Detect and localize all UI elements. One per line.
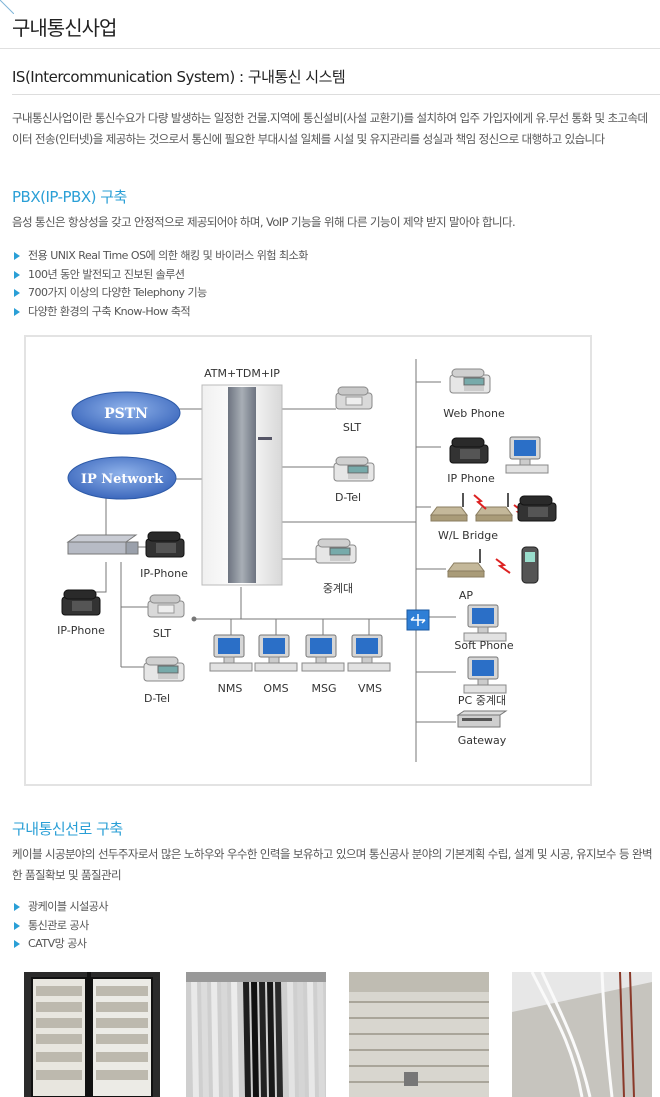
subtitle-divider: [12, 94, 660, 95]
vms-label: VMS: [358, 682, 382, 695]
oms-pc: [254, 634, 298, 672]
console-icon: [315, 538, 357, 564]
dtel-left-icon: [143, 656, 185, 682]
gateway-device: [456, 710, 508, 728]
list-item: CATV망 공사: [12, 935, 108, 954]
pstn-label: PSTN: [104, 406, 148, 422]
ip-phone-icon: [449, 437, 489, 464]
switch-hub: [66, 534, 139, 555]
gateway-label: Gateway: [458, 734, 507, 747]
pbx-description: 음성 통신은 항상성을 갖고 안정적으로 제공되어야 하며, VoIP 기능을 …: [12, 215, 516, 229]
dtel-left-label: D-Tel: [144, 692, 170, 705]
msg-label: MSG: [312, 682, 337, 695]
pc-console-pc: [463, 656, 507, 694]
list-item: 광케이블 시설공사: [12, 898, 108, 917]
equipment-rack-photo: [24, 972, 160, 1097]
nms-label: NMS: [218, 682, 243, 695]
pc-console-label: PC 중계대: [458, 694, 506, 707]
cable-bundle-photo: [186, 972, 326, 1097]
title-divider: [0, 48, 660, 49]
soft-phone-pc: [463, 604, 507, 642]
ip-phone-left-top: [145, 531, 185, 558]
server-label: ATM+TDM+IP: [204, 367, 280, 380]
soft-phone-label: Soft Phone: [454, 639, 514, 652]
slt-left-label: SLT: [153, 627, 172, 640]
slt-left-icon: [147, 594, 185, 618]
ip-phone-right-label: IP-Phone: [140, 567, 188, 580]
conduit-tray-photo: [349, 972, 489, 1097]
ip-phone-pc-icon: [505, 436, 549, 474]
oms-label: OMS: [263, 682, 288, 695]
wl-bridge-phone: [517, 495, 557, 522]
list-item: 통신관로 공사: [12, 917, 108, 936]
mobile-phone-icon: [521, 546, 539, 584]
wl-bridge-router-1: [430, 492, 468, 522]
page-title: 구내통신사업: [12, 16, 117, 40]
slt-icon: [335, 386, 373, 410]
msg-pc: [301, 634, 345, 672]
console-label: 중계대: [323, 582, 353, 595]
connection-lines: [66, 359, 456, 762]
catv-installation-photo: [512, 972, 652, 1097]
ip-phone-label: IP Phone: [447, 472, 495, 485]
cabling-description: 케이블 시공분야의 선두주자로서 많은 노하우와 우수한 인력을 보유하고 있으…: [12, 847, 653, 882]
ip-phone-left-bottom: [61, 589, 101, 616]
web-phone-icon: [449, 368, 491, 394]
bullet-arrow-icon: [14, 921, 20, 930]
list-item: 다양한 환경의 구축 Know-How 축적: [12, 303, 308, 322]
bullet-arrow-icon: [14, 903, 20, 912]
dtel-icon: [333, 456, 375, 482]
wl-bridge-label: W/L Bridge: [438, 529, 498, 542]
central-server: ATM+TDM+IP: [201, 367, 283, 586]
bullet-arrow-icon: [14, 940, 20, 949]
bullet-arrow-icon: [14, 307, 20, 316]
web-phone-label: Web Phone: [443, 407, 505, 420]
ip-network-cloud: IP Network: [67, 456, 177, 500]
cabling-heading: 구내통신선로 구축: [12, 820, 123, 838]
bullet-arrow-icon: [14, 252, 20, 261]
list-item: 700가지 이상의 다양한 Telephony 기능: [12, 284, 308, 303]
ip-phone-left-label: IP-Phone: [57, 624, 105, 637]
list-item: 100년 동안 발전되고 진보된 솔루션: [12, 266, 308, 285]
dtel-label: D-Tel: [335, 491, 361, 504]
ap-router: [447, 548, 485, 578]
slt-label: SLT: [343, 421, 362, 434]
page-subtitle: IS(Intercommunication System) : 구내통신 시스템: [12, 68, 346, 86]
bullet-arrow-icon: [14, 289, 20, 298]
corner-decoration: [0, 0, 14, 14]
ap-label: AP: [459, 589, 474, 602]
pbx-heading: PBX(IP-PBX) 구축: [12, 188, 127, 206]
list-item: 전용 UNIX Real Time OS에 의한 해킹 및 바이러스 위험 최소…: [12, 247, 308, 266]
wl-bridge-router-2: [475, 492, 513, 522]
cabling-feature-list: 광케이블 시설공사 통신관로 공사 CATV망 공사: [12, 898, 108, 954]
network-diagram: PSTN IP Network ATM+TDM+IP IP-Phone IP-P…: [24, 335, 592, 786]
pbx-feature-list: 전용 UNIX Real Time OS에 의한 해킹 및 바이러스 위험 최소…: [12, 247, 308, 321]
network-switch-icon: [406, 609, 430, 631]
bullet-arrow-icon: [14, 270, 20, 279]
ip-network-label: IP Network: [81, 472, 164, 487]
nms-pc: [209, 634, 253, 672]
vms-pc: [347, 634, 391, 672]
pstn-cloud: PSTN: [71, 391, 181, 435]
intro-paragraph: 구내통신사업이란 통신수요가 다량 발생하는 일정한 건물.지역에 통신설비(사…: [12, 111, 648, 146]
